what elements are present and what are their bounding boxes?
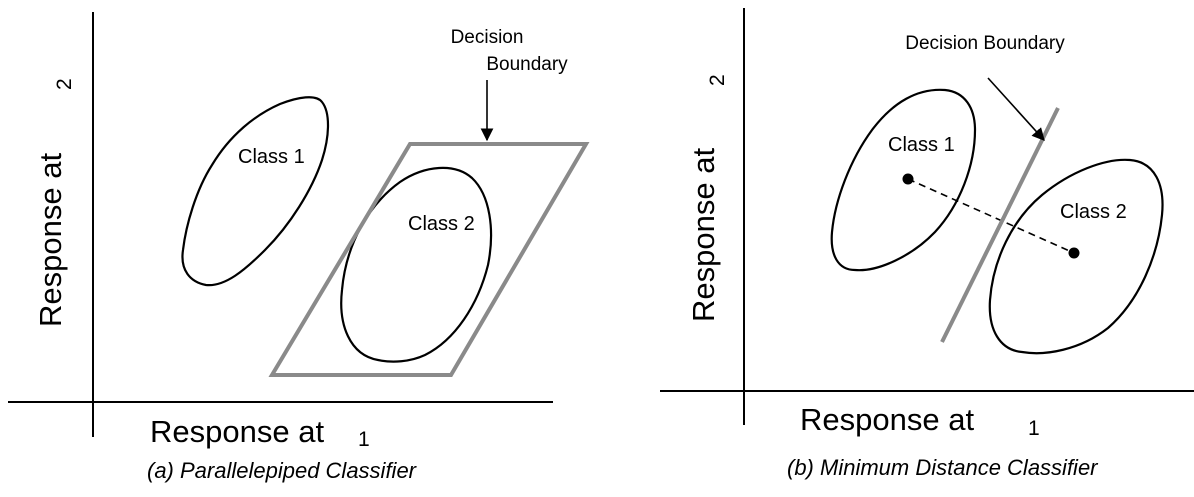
- panel-b-boundary-label: Decision Boundary: [905, 33, 1065, 54]
- panel-b-x-axis-subscript: 1: [1028, 417, 1040, 440]
- panel-a-class1-label: Class 1: [238, 146, 305, 168]
- panel-b-class1-label: Class 1: [888, 134, 955, 156]
- panel-a-caption: (a) Parallelepiped Classifier: [147, 458, 418, 483]
- panel-a-x-axis-label: Response at: [150, 414, 324, 449]
- panel-a-class1-region: [181, 96, 330, 287]
- panel-a-class2-region: [340, 166, 493, 363]
- panel-b-x-axis-label: Response at: [800, 402, 974, 437]
- panel-b-class2-region: [988, 158, 1164, 355]
- panel-a-x-axis-subscript: 1: [358, 428, 370, 451]
- panel-a-boundary-label-2: Boundary: [486, 54, 568, 75]
- panel-b-decision-boundary: [940, 107, 1060, 343]
- panel-b-class1-mean: [902, 173, 914, 185]
- panel-a: Decision Boundary Class 1 Class 2 Respon…: [8, 12, 590, 483]
- panel-a-y-axis-label: Response at: [33, 153, 68, 327]
- panel-b-class1-region: [830, 88, 977, 272]
- panel-b-class2-mean: [1068, 247, 1080, 259]
- panel-b-boundary-arrow: [987, 77, 1045, 141]
- panel-a-y-axis-subscript: 2: [53, 78, 76, 90]
- panel-b-class2-label: Class 2: [1060, 201, 1127, 223]
- panel-b-mean-connector: [907, 178, 1075, 254]
- panel-b-caption: (b) Minimum Distance Classifier: [787, 455, 1099, 480]
- panel-b-y-axis-label: Response at: [686, 148, 721, 322]
- panel-a-boundary-label-1: Decision: [451, 27, 524, 48]
- panel-b: Decision Boundary Class 1 Class 2 Respon…: [660, 8, 1194, 480]
- panel-b-y-axis-subscript: 2: [706, 74, 729, 86]
- panel-a-class2-label: Class 2: [408, 213, 475, 235]
- panel-a-decision-boundary: [268, 142, 590, 377]
